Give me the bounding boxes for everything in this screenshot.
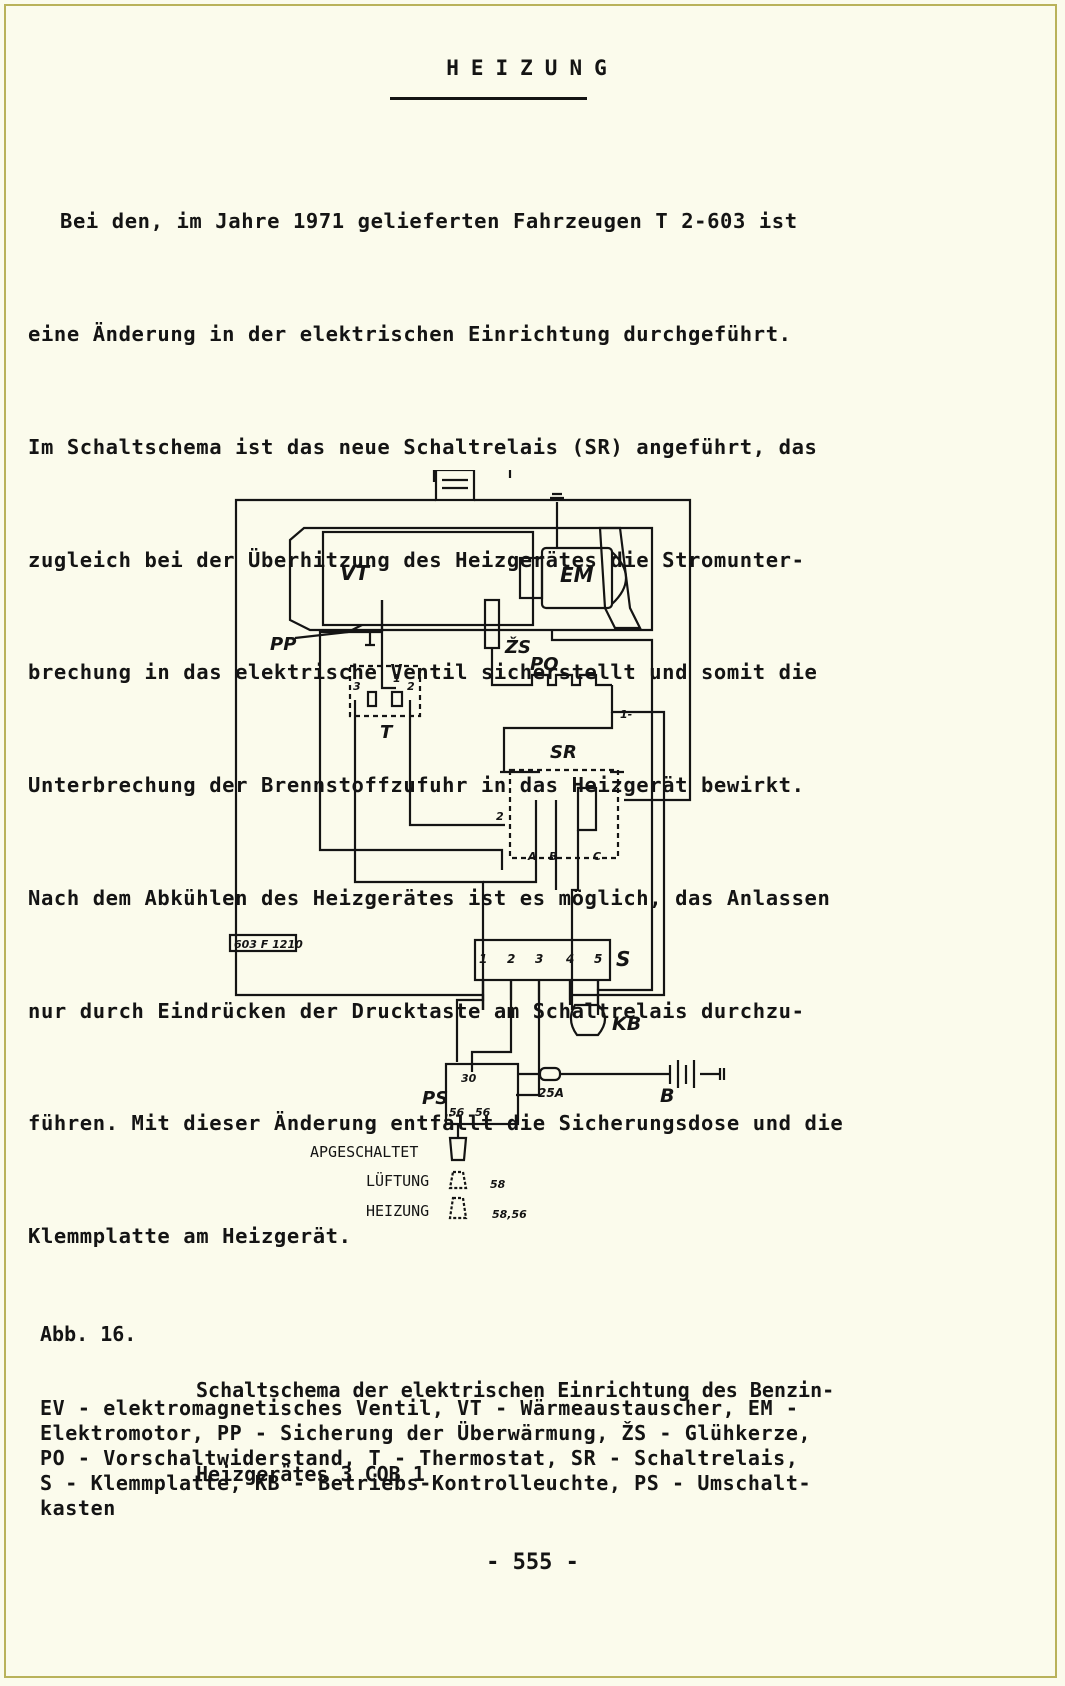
knob-pos-2 — [448, 1170, 468, 1190]
paragraph-line: Nach dem Abkühlen des Heizgerätes ist es… — [28, 885, 831, 910]
s-terminal-2: 2 — [507, 952, 515, 966]
body-paragraph: Bei den, im Jahre 1971 gelieferten Fahrz… — [28, 128, 1038, 1293]
em-coupling — [518, 556, 544, 600]
sr-terminal-c: C — [593, 850, 601, 863]
t-contact-2 — [390, 690, 404, 708]
zs-wire — [490, 648, 516, 687]
po-resistor — [516, 673, 612, 687]
ps-terminal-56a: 56 — [449, 1106, 465, 1119]
legend-line: Elektromotor, PP - Sicherung der Überwär… — [40, 1421, 812, 1445]
paragraph-line: Klemmplatte am Heizgerät. — [28, 1224, 352, 1249]
battery — [668, 1060, 720, 1088]
vt-housing — [288, 526, 654, 632]
code-box — [228, 933, 298, 953]
figure-number: Abb. 16. — [40, 1322, 137, 1346]
title-underline — [390, 97, 587, 100]
label-pp: PP — [270, 634, 296, 655]
page-title: HEIZUNG — [446, 56, 619, 80]
sr-terminal-b: B — [549, 850, 557, 863]
paragraph-line: Im Schaltschema ist das neue Schaltrelai… — [28, 434, 818, 459]
kb-leads — [568, 980, 600, 1005]
figure-legend: EV - elektromagnetisches Ventil, VT - Wä… — [40, 1396, 1040, 1521]
pp-ground — [365, 632, 375, 647]
t-wire-2 — [408, 700, 505, 827]
kb-lamp — [569, 1003, 607, 1037]
paragraph-line: Bei den, im Jahre 1971 gelieferten Fahrz… — [60, 209, 798, 234]
legend-line: S - Klemmplatte, KB - Betriebs-Kontrolle… — [40, 1471, 812, 1495]
rotary-knob — [448, 1124, 468, 1162]
battery-ground — [718, 1068, 726, 1080]
ps-terminal-56b: 56 — [475, 1106, 491, 1119]
t-wire-1 — [380, 600, 396, 690]
sr-terminal-2: 2 — [496, 810, 504, 823]
paragraph-line: brechung in das elektrische Ventil siche… — [28, 660, 818, 685]
label-sr: SR — [550, 742, 577, 763]
t-terminal-3: 3 — [353, 680, 361, 693]
label-em: EM — [560, 563, 594, 587]
label-kb: KB — [612, 1013, 641, 1035]
figure-caption-text: Schaltschema der elektrischen Einrichtun… — [196, 1320, 834, 1544]
label-s: S — [616, 947, 630, 971]
switch-code-lueftung: 58 — [490, 1178, 506, 1191]
vt-inner — [321, 530, 535, 627]
em-ground — [550, 492, 564, 548]
s1-ps-wire — [455, 980, 485, 1062]
po-to-sr-wire — [502, 712, 614, 772]
ev-right-wire — [474, 498, 692, 802]
ev-coil-lines — [442, 478, 468, 490]
legend-line: PO - Vorschaltwiderstand, T - Thermostat… — [40, 1446, 799, 1470]
ev-valve — [434, 470, 476, 502]
fuse — [538, 1066, 562, 1082]
label-t: T — [380, 722, 394, 743]
ps-box — [444, 1062, 520, 1126]
s-block — [473, 938, 612, 982]
sr-terminal-1: 1- — [620, 708, 632, 721]
label-vt: VT — [340, 561, 370, 585]
switch-pos-off: APGESCHALTET — [310, 1143, 418, 1161]
knob-pos-3 — [448, 1196, 468, 1220]
s-terminal-1: 1 — [479, 952, 487, 966]
wiring-diagram: EV VT EM PP ŽS PO SR T 1 2 3 1- 2 A B C … — [228, 470, 726, 1221]
sr-abc-wires — [483, 830, 580, 1010]
label-ps: PS — [422, 1088, 448, 1109]
switch-pos-lueftung: LÜFTUNG — [366, 1171, 429, 1190]
legend-line: EV - elektromagnetisches Ventil, VT - Wä… — [40, 1396, 799, 1420]
paragraph-line: eine Änderung in der elektrischen Einric… — [28, 321, 792, 346]
legend-line: kasten — [40, 1496, 116, 1520]
s-terminal-5: 5 — [594, 952, 602, 966]
t-terminal-1: 1 — [393, 672, 401, 685]
paragraph-line: führen. Mit dieser Änderung entfällt die… — [28, 1111, 844, 1136]
paragraph-line: zugleich bei der Überhitzung des Heizger… — [28, 547, 805, 572]
label-code: 603 F 1210 — [234, 938, 303, 951]
t-contact-3 — [366, 690, 378, 708]
caption-line: Schaltschema der elektrischen Einrichtun… — [196, 1378, 835, 1402]
caption-line: Heizgerätes 3 COB 1 — [196, 1462, 425, 1486]
em-blade — [598, 526, 642, 630]
sr-coils — [534, 786, 598, 845]
s3-ps-wire — [516, 980, 541, 1097]
s-terminal-3: 3 — [535, 952, 543, 966]
page-number: - 555 - — [486, 1550, 579, 1575]
ev-top-wire — [432, 470, 512, 482]
paragraph-line: nur durch Eindrücken der Drucktaste am S… — [28, 998, 805, 1023]
label-fuse: 25A — [538, 1086, 564, 1100]
page-frame — [4, 4, 1057, 1678]
label-zs: ŽS — [504, 636, 531, 658]
po-to-s-wire — [570, 685, 666, 997]
ps-terminal-30: 30 — [461, 1072, 477, 1085]
switch-code-heizung: 58,56 — [492, 1208, 527, 1221]
sr-box — [508, 768, 620, 860]
t-wire-3 — [353, 700, 485, 1010]
thermostat-box — [348, 664, 422, 718]
s2-ps-wire — [470, 980, 513, 1072]
label-po: PO — [530, 654, 559, 675]
switch-pos-heizung: HEIZUNG — [366, 1202, 429, 1220]
paragraph-line: Unterbrechung der Brennstoffzufuhr in da… — [28, 773, 805, 798]
sr-terminal-a: A — [527, 850, 537, 863]
label-b: B — [660, 1085, 674, 1107]
s-terminal-4: 4 — [565, 952, 574, 966]
t-terminal-2: 2 — [407, 680, 415, 693]
